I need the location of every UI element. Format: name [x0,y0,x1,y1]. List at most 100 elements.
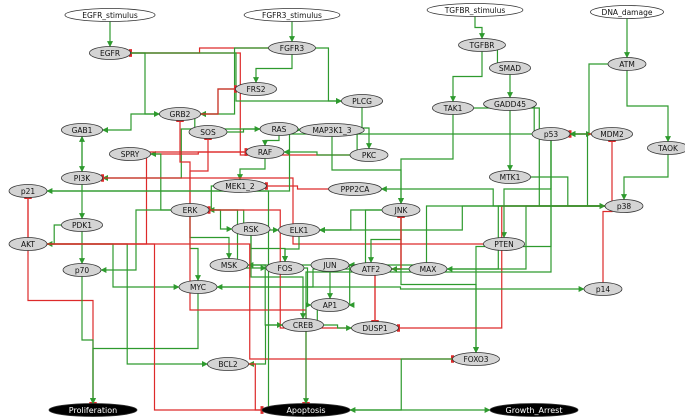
edge-ELK1-to-FOS [282,236,300,263]
edge-ERK-to-MYC [189,216,201,282]
node-GAB1: GAB1 [61,123,104,137]
edge-PLCG-to-PKC [361,107,372,150]
node-label: AKT [21,240,35,249]
edge-ERK-to-RSK [209,209,233,232]
edge-RAS-to-RAF [262,135,280,147]
node-label: RAF [258,148,272,157]
node-PKC: PKC [349,148,389,162]
node-shape [604,199,644,213]
edge-ATM-to-p53 [569,63,608,137]
node-shape [607,57,647,71]
node-label: EGFR_stimulus [82,11,138,20]
input-node-DNA_damage: DNA_damage [590,5,664,19]
node-label: DNA_damage [602,8,653,17]
node-shape [64,8,156,22]
node-label: Proliferation [69,406,117,415]
node-label: p70 [75,266,90,275]
edge-FGFR3-to-PLCG [315,47,342,104]
node-label: MTK1 [500,173,521,182]
node-label: p21 [21,187,36,196]
edge-p14-to-MDM2 [602,139,616,283]
node-shape [281,318,324,332]
node-shape [243,8,341,22]
node-shape [170,203,210,217]
input-node-FGFR3_stimulus: FGFR3_stimulus [243,8,341,22]
node-label: TAOK [657,144,679,153]
node-label: JNK [394,206,409,215]
edge-p70-to-Proliferation [81,276,96,405]
node-shape [591,127,634,141]
node-p38: p38 [604,199,644,213]
node-label: RSK [244,225,260,234]
node-label: ERK [183,206,199,215]
edge-AKT-to-BCL2 [47,243,208,367]
edge-RAF-to-MEK1_2 [237,158,266,181]
node-label: EGFR [100,49,120,58]
node-shape [61,218,104,232]
node-SPRY: SPRY [109,147,152,161]
edge-p38-to-PPP2CA [380,186,605,207]
node-RAF: RAF [245,145,285,159]
node-label: Growth_Arrest [506,406,563,415]
node-label: TAK1 [443,104,463,113]
node-PPP2CA: PPP2CA [328,182,382,196]
edge-CREB-to-DUSP1 [323,324,353,331]
node-label: TGFBR_stimulus [444,6,506,15]
edge-CREB-to-BCL2 [248,324,283,367]
node-PTEN: PTEN [482,237,525,251]
edge-PKC-to-EGFR [129,49,350,156]
node-shape [8,184,48,198]
edge-AKT-to-FOXO3 [47,243,454,363]
node-shape [277,223,320,237]
node-label: ATF2 [362,265,380,274]
node-label: BCL2 [218,360,237,369]
output-node-Apoptosis: Apoptosis [261,403,351,417]
node-label: JUN [322,261,336,270]
node-DUSP1: DUSP1 [351,321,399,335]
node-p14: p14 [583,282,623,296]
edge-JNK-to-ATF2 [368,216,402,264]
node-shape [209,258,249,272]
node-label: MAX [420,265,437,274]
edge-EGFR-to-GRB2 [130,52,160,117]
node-shape [488,170,531,184]
node-shape [531,127,571,141]
node-label: Apoptosis [286,406,325,415]
node-shape [158,107,201,121]
node-MSK: MSK [209,258,249,272]
node-shape [488,61,531,75]
node-AP1: AP1 [310,298,350,312]
edge-RSK-to-CREB [250,235,306,320]
node-label: ATM [619,60,635,69]
edge-ERK-to-MSK [189,216,232,260]
node-shape [349,148,389,162]
node-shape [349,262,392,276]
node-label: GAB1 [72,126,93,135]
node-label: GRB2 [170,110,191,119]
node-shape [62,263,102,277]
node-label: PPP2CA [341,185,371,194]
node-label: FOS [278,264,293,273]
edge-BCL2-to-Apoptosis [248,363,264,414]
node-shape [310,298,350,312]
node-label: FGFR3_stimulus [262,11,322,20]
edge-FGFR3-to-GRB2 [200,47,269,117]
node-shape [206,357,249,371]
node-label: MDM2 [600,130,624,139]
edge-ATM-to-TAOK [626,70,671,143]
node-TAOK: TAOK [647,141,685,155]
node-p53: p53 [531,127,571,141]
node-ERK: ERK [170,203,210,217]
edge-JNK-to-JUN [348,209,382,268]
node-label: MYC [190,283,206,292]
node-label: PLCG [352,97,372,106]
node-shape [340,94,383,108]
node-shape [188,125,228,139]
node-shape [268,41,316,55]
edge-FOXO3-to-Apoptosis [349,358,453,413]
node-JUN: JUN [310,258,350,272]
node-label: FOXO3 [463,355,488,364]
node-shape [458,38,506,52]
node-label: ELK1 [290,226,309,235]
